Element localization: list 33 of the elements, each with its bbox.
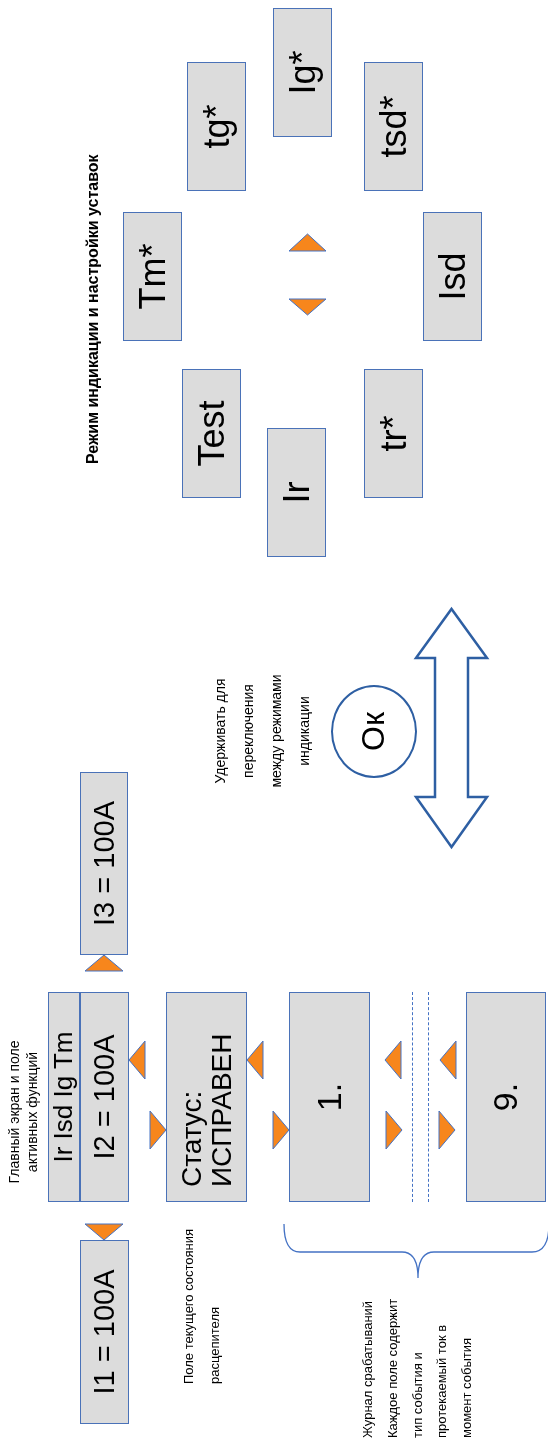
arrow [246, 1040, 264, 1080]
setting-tile: Isd [423, 212, 482, 341]
arrow [272, 1110, 290, 1150]
note-text: Главный экран и поле активных функций [6, 1039, 41, 1186]
value-display: I3 = 100A [80, 772, 128, 955]
setting-tile: Ig* [273, 8, 332, 137]
setting-tile: Tm* [123, 212, 182, 341]
value-display: I2 = 100A [80, 992, 129, 1202]
arrow [384, 1040, 402, 1080]
arrow [128, 1040, 146, 1080]
log-entry: 9. [466, 992, 546, 1202]
setting-tile: Ir [267, 428, 326, 557]
arrow [84, 954, 124, 972]
setting-tile: Test [182, 369, 241, 498]
log-entry: 1. [289, 992, 370, 1202]
setting-tile: tsd* [364, 62, 423, 191]
function-strip: Ir Isd Ig Tm [48, 992, 80, 1202]
note-text: Журнал срабатываний [359, 1299, 376, 1438]
title: Режим индикации и настройки уставок [84, 153, 102, 464]
dashed-separator [412, 992, 429, 1202]
note-text: Поле текущего состояния расцепителя [180, 1227, 223, 1384]
arrow [385, 1110, 403, 1150]
arrow [439, 1040, 457, 1080]
arrow [84, 1223, 124, 1241]
arrow [149, 1110, 167, 1150]
setting-tile: tg* [187, 62, 246, 191]
note-text: Удерживать для переключения между режимами индикации [211, 673, 313, 790]
arrow [438, 1110, 456, 1150]
setting-tile: tr* [364, 369, 423, 498]
value-display: I1 = 100A [80, 1240, 129, 1424]
note-text: Каждое поле содержит тип события и протекаемый ток в момент события [384, 1297, 476, 1438]
ok-button: Ок [331, 685, 417, 778]
status-display: Статус: ИСПРАВЕН [166, 992, 247, 1202]
